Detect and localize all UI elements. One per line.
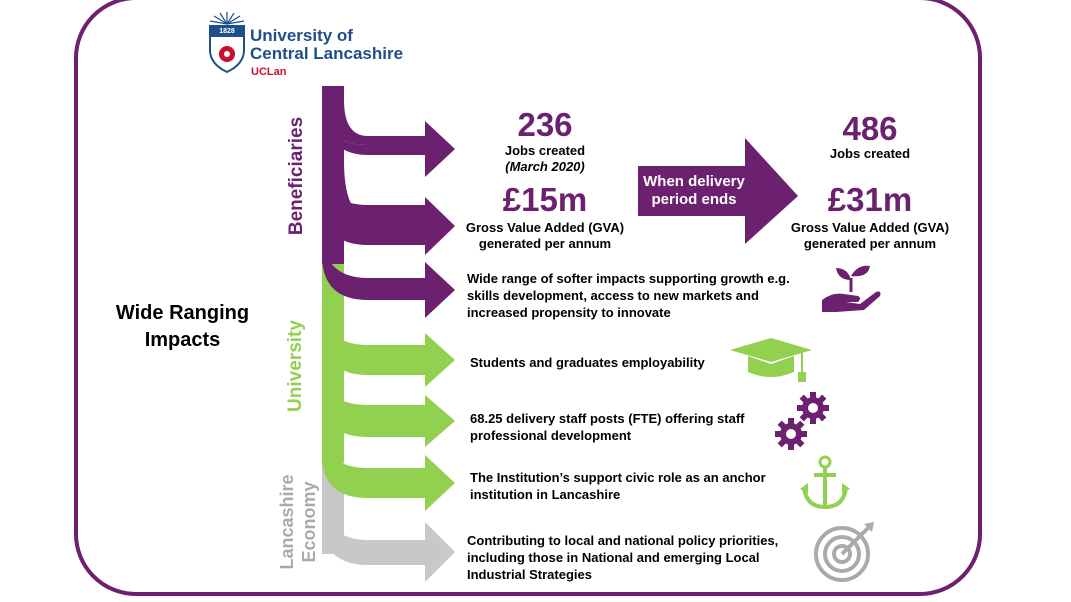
impact-text-2: Students and graduates employability [470,355,705,370]
rounded-frame [74,0,982,596]
current-jobs-label: Jobs created [504,143,586,158]
transition-arrow [638,138,798,244]
future-jobs-value: 486 [842,110,898,147]
branch-arrow-2 [322,160,455,255]
logo-short: UCLan [251,66,287,78]
future-jobs-label: Jobs created [829,146,911,161]
target-icon [814,522,874,582]
current-gva-label: Gross Value Added (GVA) generated per an… [465,220,625,251]
impact-text-5: Contributing to local and national polic… [467,533,779,582]
logo-line2: Central Lancashire [250,44,404,63]
current-gva-value: £15m [502,181,588,218]
branch-arrow-1 [322,100,455,177]
branch-arrow-6 [322,425,455,511]
logo-year: 1828 [219,28,235,35]
current-jobs-value: 236 [517,106,573,143]
transition-label: When delivery period ends [643,173,745,208]
impact-text-4: The Institution’s support civic role as … [470,470,766,502]
logo-text: University of Central Lancashire [250,27,403,63]
branch-arrow-4 [322,300,455,387]
uclan-crest-icon [209,12,245,74]
anchor-icon [800,455,850,510]
logo-line1: University of [250,26,353,45]
future-gva-value: £31m [827,181,913,218]
future-gva-label: Gross Value Added (GVA) generated per an… [790,220,950,251]
branch-arrow-3 [322,230,455,318]
section-university: University [285,320,306,412]
section-economy: Lancashire Economy [277,474,319,570]
graduation-cap-icon [730,338,812,382]
current-jobs-date: (March 2020) [505,159,585,174]
section-beneficiaries: Beneficiaries [286,116,307,236]
branch-arrow-7 [322,490,455,582]
gears-icon [775,392,829,450]
branch-arrow-5 [322,365,455,447]
impact-text-1: Wide range of softer impacts supporting … [467,271,790,320]
page-title: Wide Ranging Impacts [115,302,250,351]
impact-text-3: 68.25 delivery staff posts (FTE) offerin… [470,411,745,443]
hand-plant-icon [822,265,881,312]
